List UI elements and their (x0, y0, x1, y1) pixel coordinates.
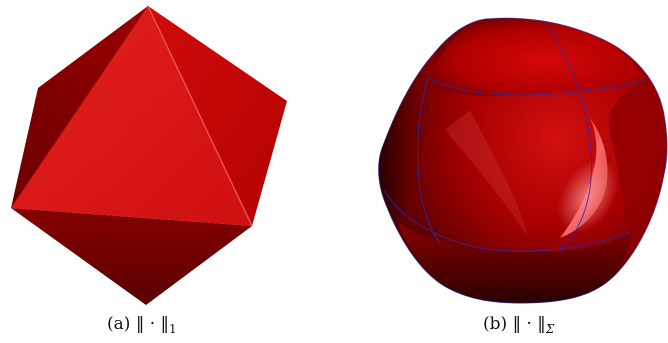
caption-a-prefix: (a) (107, 314, 131, 334)
sigma-boundary-curves (378, 17, 668, 304)
sigma-curve-top (427, 77, 646, 96)
sigma-bottom-band (398, 222, 632, 304)
sigma-inner-wedge (445, 110, 528, 238)
sigma-curve-bottom (383, 189, 631, 252)
caption-b-prefix: (b) (483, 314, 508, 334)
sigma-curve-left (417, 77, 441, 245)
sigma-top-dome (428, 18, 645, 97)
sigma-norm-ball (378, 17, 668, 304)
octa-face-right (148, 6, 287, 226)
sigma-left-side (378, 52, 438, 248)
sigma-curve-vertical (544, 21, 593, 253)
caption-b: (b) ‖ · ‖Σ (483, 314, 555, 336)
caption-b-subscript: Σ (545, 322, 555, 336)
octa-edge-highlight (147, 5, 253, 227)
octa-face-front (11, 6, 252, 226)
octahedron-l1-ball (10, 5, 287, 305)
caption-b-norm: ‖ · ‖ (512, 314, 546, 334)
octa-face-bottom (11, 208, 252, 305)
octa-edge-top-left (10, 5, 149, 209)
caption-a: (a) ‖ · ‖1 (107, 314, 177, 336)
sigma-curve-outline (378, 17, 668, 304)
caption-a-norm: ‖ · ‖ (135, 314, 170, 334)
sigma-right-face (608, 80, 666, 255)
caption-a-subscript: 1 (169, 322, 177, 336)
sigma-sheen (557, 159, 619, 233)
